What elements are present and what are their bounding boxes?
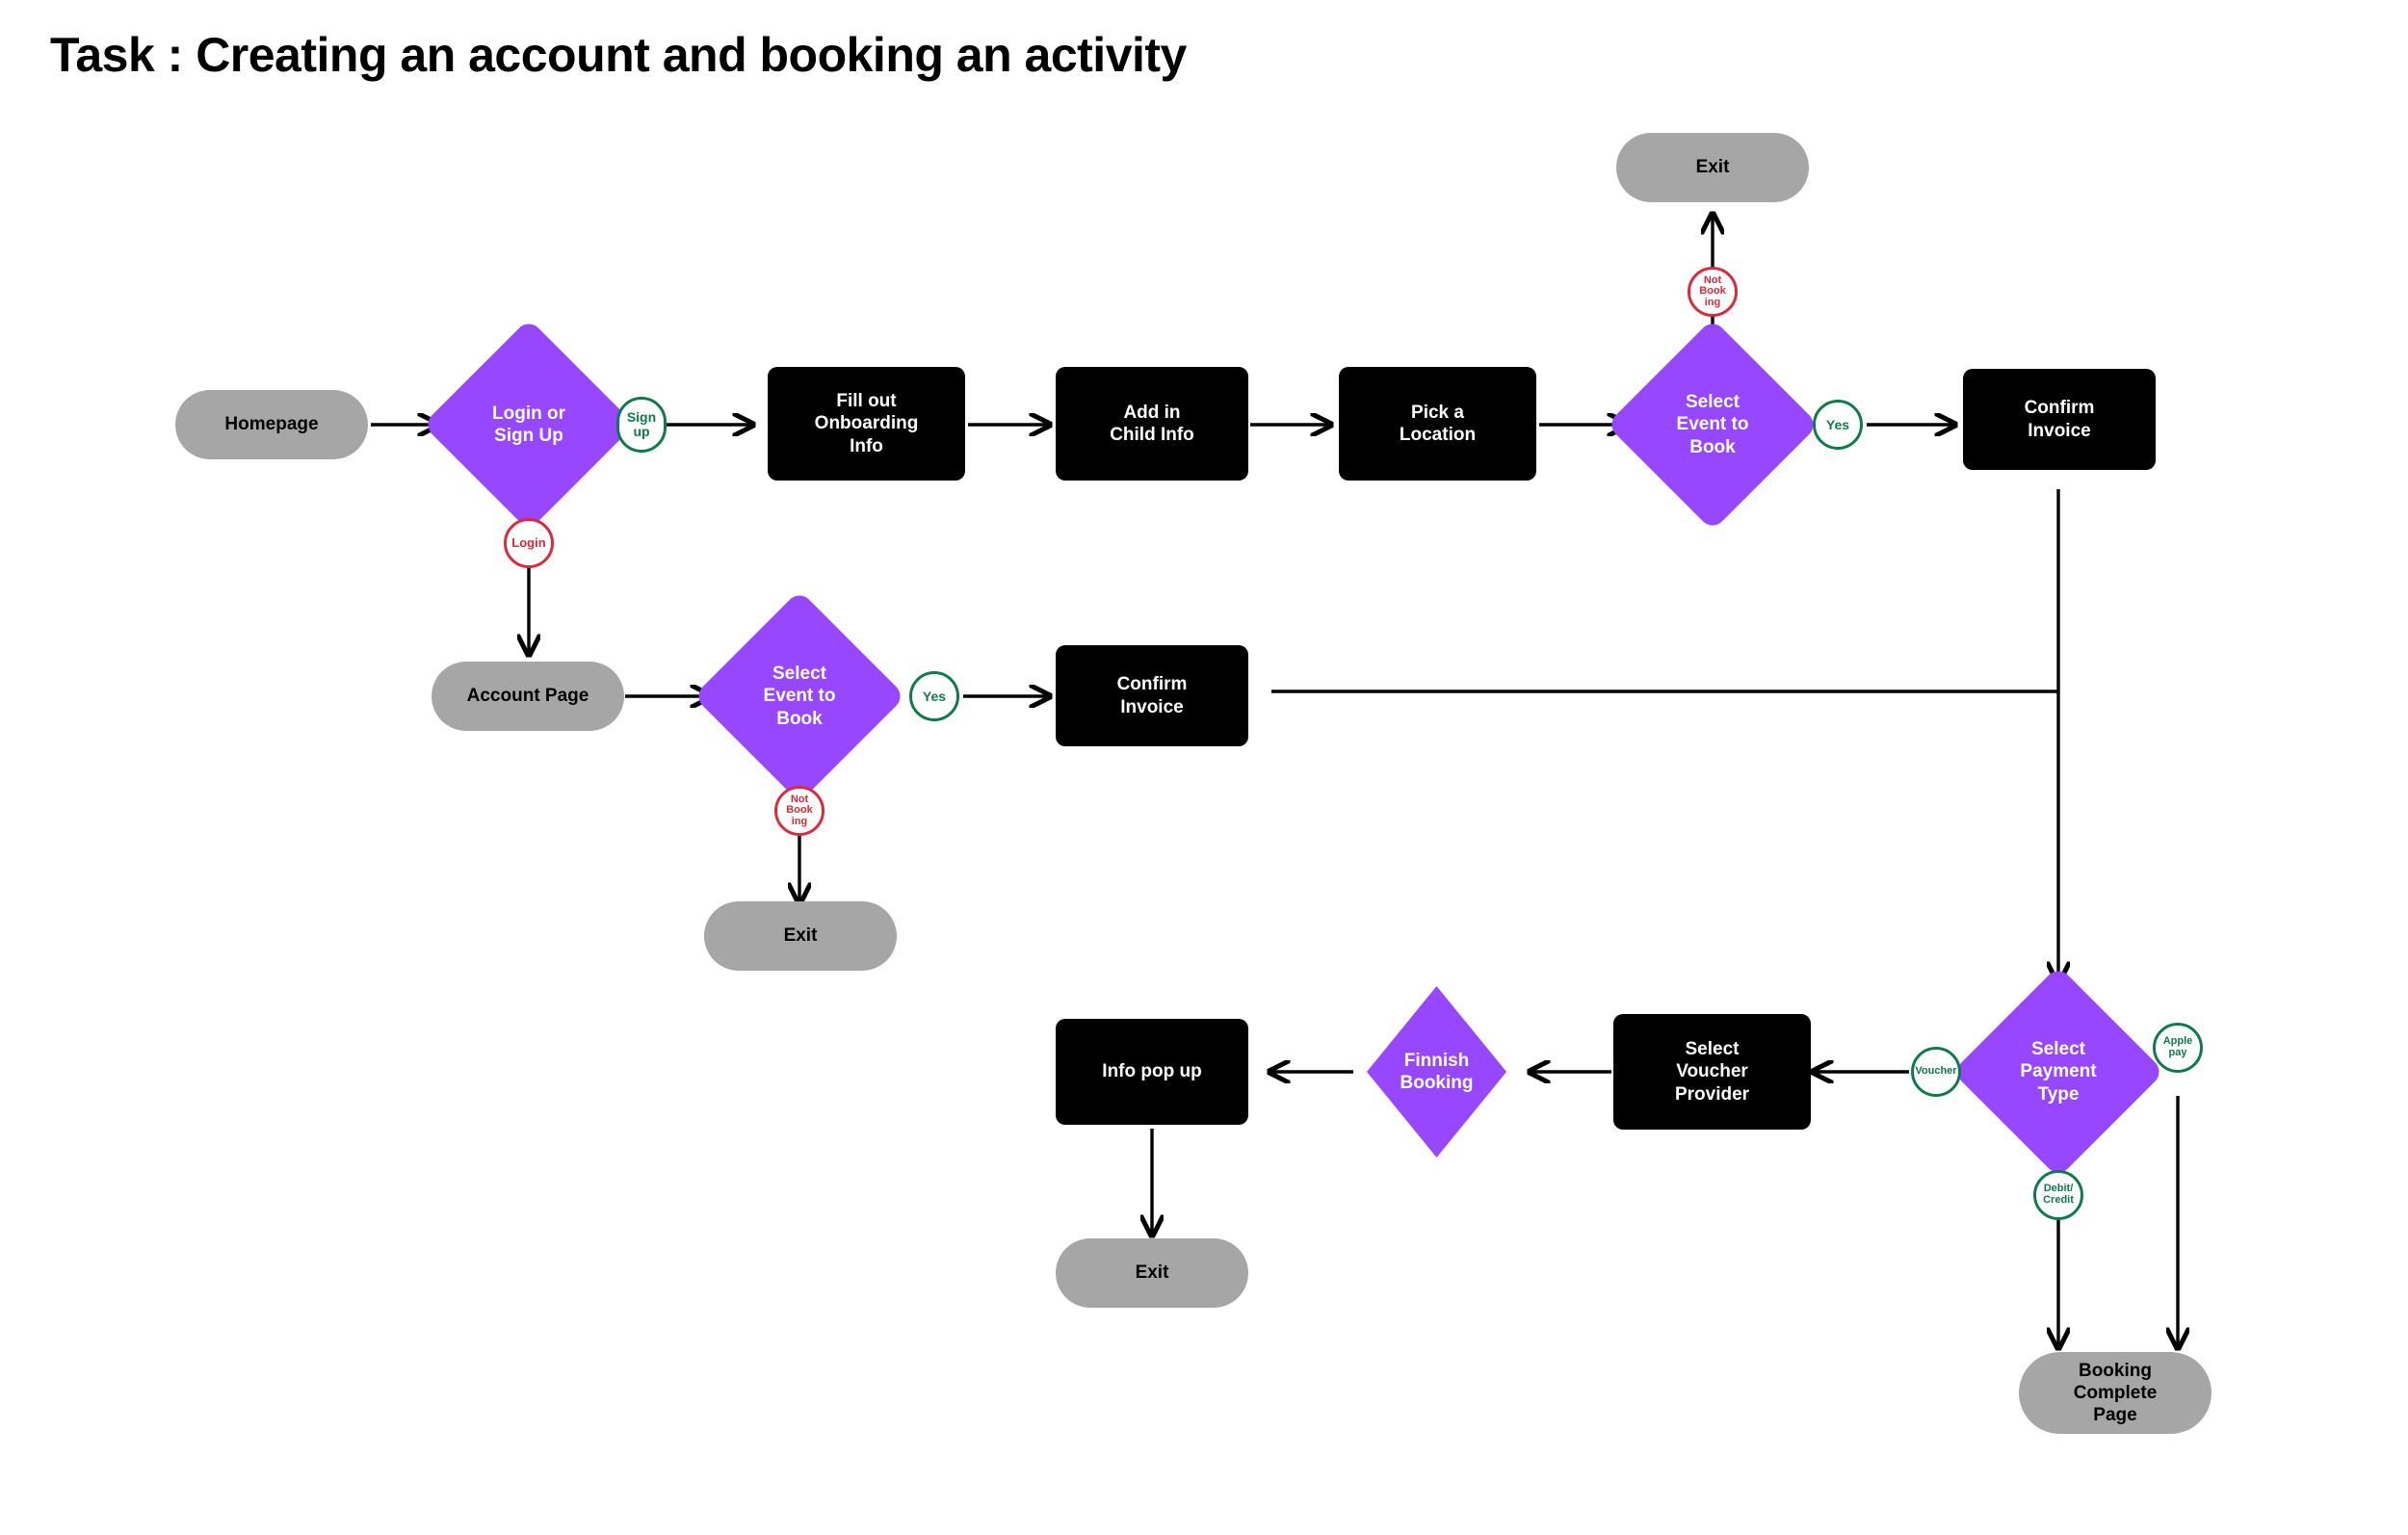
node-fill-onboarding[interactable]: Fill out Onboarding Info	[768, 367, 965, 481]
node-finnish-booking[interactable]: Finnish Booking	[1367, 986, 1506, 1158]
badge-yes-top[interactable]: Yes	[1813, 400, 1863, 450]
node-confirm-invoice-mid[interactable]: Confirm Invoice	[1056, 645, 1248, 746]
node-account-page-label: Account Page	[466, 686, 589, 707]
node-booking-complete-label: Booking Complete Page	[2073, 1360, 2158, 1426]
page-title: Task : Creating an account and booking a…	[50, 28, 1187, 82]
node-info-popup-label: Info pop up	[1102, 1061, 1202, 1082]
badge-login-label: Login	[511, 535, 546, 551]
node-exit-bottom-label: Exit	[1135, 1262, 1169, 1284]
node-exit-mid[interactable]: Exit	[704, 901, 897, 971]
badge-apple-pay[interactable]: Apple pay	[2153, 1023, 2203, 1073]
node-confirm-invoice-mid-label: Confirm Invoice	[1116, 674, 1188, 717]
badge-not-booking-top[interactable]: Not Book ing	[1688, 267, 1738, 317]
node-exit-top[interactable]: Exit	[1616, 133, 1809, 202]
badge-sign-up[interactable]: Sign up	[616, 397, 667, 453]
badge-sign-up-label: Sign up	[626, 409, 657, 439]
badge-yes-top-label: Yes	[1825, 416, 1850, 432]
badge-not-booking-mid[interactable]: Not Book ing	[774, 786, 824, 836]
node-select-event-top-label: Select Event to Book	[1676, 392, 1749, 457]
node-homepage-label: Homepage	[224, 414, 319, 435]
badge-not-booking-top-label: Not Book ing	[1699, 273, 1726, 308]
badge-apple-pay-label: Apple pay	[2162, 1035, 2193, 1058]
node-login-or-signup-label: Login or Sign Up	[492, 403, 565, 446]
node-pick-location[interactable]: Pick a Location	[1339, 367, 1536, 481]
node-info-popup[interactable]: Info pop up	[1056, 1019, 1248, 1125]
node-add-child-info[interactable]: Add in Child Info	[1056, 367, 1248, 481]
node-exit-top-label: Exit	[1695, 157, 1730, 178]
node-pick-location-label: Pick a Location	[1399, 402, 1477, 445]
badge-debit-credit[interactable]: Debit/ Credit	[2033, 1170, 2083, 1220]
node-finnish-booking-label: Finnish Booking	[1400, 1050, 1474, 1093]
node-select-voucher[interactable]: Select Voucher Provider	[1613, 1014, 1811, 1130]
badge-yes-mid-label: Yes	[922, 688, 947, 704]
badge-voucher-label: Voucher	[1915, 1065, 1957, 1078]
node-login-or-signup[interactable]: Login or Sign Up	[422, 318, 636, 532]
node-exit-bottom[interactable]: Exit	[1056, 1238, 1248, 1308]
badge-yes-mid[interactable]: Yes	[909, 671, 959, 721]
node-homepage[interactable]: Homepage	[175, 390, 368, 459]
node-add-child-info-label: Add in Child Info	[1110, 402, 1194, 445]
node-fill-onboarding-label: Fill out Onboarding Info	[814, 391, 919, 456]
node-select-event-mid[interactable]: Select Event to Book	[693, 589, 906, 803]
node-select-payment[interactable]: Select Payment Type	[1951, 965, 2165, 1179]
node-confirm-invoice-top-label: Confirm Invoice	[2024, 398, 2095, 441]
badge-debit-credit-label: Debit/ Credit	[2043, 1183, 2074, 1206]
node-booking-complete[interactable]: Booking Complete Page	[2019, 1352, 2212, 1434]
badge-not-booking-mid-label: Not Book ing	[786, 793, 813, 827]
node-confirm-invoice-top[interactable]: Confirm Invoice	[1963, 369, 2156, 470]
node-account-page[interactable]: Account Page	[432, 662, 624, 731]
badge-login[interactable]: Login	[504, 518, 554, 568]
node-exit-mid-label: Exit	[783, 925, 818, 947]
badge-voucher[interactable]: Voucher	[1911, 1047, 1961, 1097]
node-select-event-mid-label: Select Event to Book	[763, 663, 836, 729]
node-select-voucher-label: Select Voucher Provider	[1674, 1039, 1750, 1105]
node-select-payment-label: Select Payment Type	[2020, 1039, 2097, 1105]
node-select-event-top[interactable]: Select Event to Book	[1606, 318, 1819, 532]
